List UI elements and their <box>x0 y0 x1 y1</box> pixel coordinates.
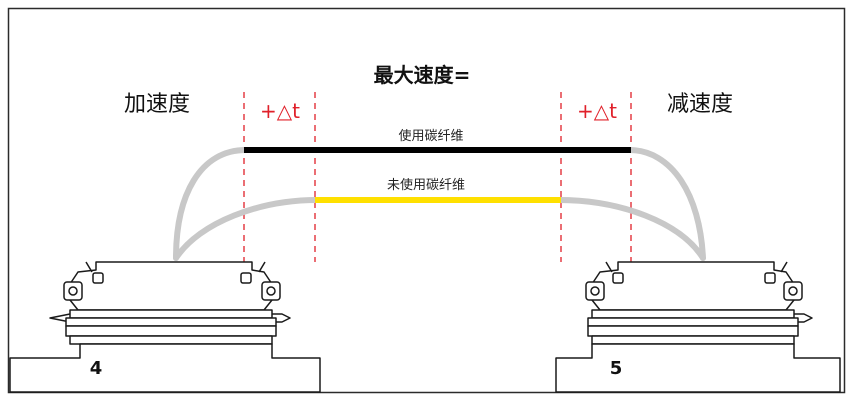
max-speed-title: 最大速度= <box>374 63 471 87</box>
robot-left-base-plate-3 <box>69 335 273 345</box>
diagram-frame <box>7 7 846 394</box>
robot-left-antenna-l <box>85 261 93 273</box>
delta-t-left-label: +△t <box>260 99 300 123</box>
robot-left-base-plate-2 <box>65 325 277 337</box>
delta-t-markers <box>243 92 632 262</box>
robot-left-base-plate-1 <box>65 317 277 327</box>
station-number-left: 4 <box>90 358 103 379</box>
robot-right-right-hole <box>788 286 798 296</box>
robot-right <box>555 261 841 393</box>
deceleration-label: 减速度 <box>667 92 733 117</box>
robot-left-antenna-r <box>258 261 266 273</box>
delta-t-right-label: +△t <box>577 99 617 123</box>
robot-left-mid-plate <box>69 309 273 319</box>
robot-right-base-plate-2 <box>587 325 799 337</box>
robot-right-mid-plate <box>591 309 795 319</box>
robot-left-top-body <box>69 261 273 311</box>
lower-cable-right-curve <box>556 197 706 261</box>
robot-left <box>9 261 321 393</box>
lower-cable-left-curve <box>173 197 320 261</box>
robot-right-square-b <box>764 272 776 284</box>
robot-right-pedestal <box>555 343 841 393</box>
cable-paths <box>173 147 706 261</box>
robot-right-top-body <box>591 261 795 311</box>
upper-cable-left-curve <box>173 147 249 261</box>
no-carbon-fiber-label: 未使用碳纤维 <box>387 177 465 193</box>
robot-right-base-plate-1 <box>587 317 799 327</box>
acceleration-label: 加速度 <box>124 92 190 117</box>
robot-left-right-hole <box>266 286 276 296</box>
robot-left-square-a <box>92 272 104 284</box>
robot-right-base-plate-3 <box>591 335 795 345</box>
robot-right-antenna-r <box>780 261 788 273</box>
robot-right-square-a <box>612 272 624 284</box>
robot-left-square-b <box>240 272 252 284</box>
robot-left-pedestal <box>9 343 321 393</box>
robot-right-left-hole <box>590 286 600 296</box>
station-number-right: 5 <box>610 358 623 379</box>
upper-cable-right-curve <box>626 147 706 261</box>
robot-right-antenna-l <box>605 261 613 273</box>
robot-left-left-hole <box>68 286 78 296</box>
carbon-fiber-label: 使用碳纤维 <box>398 128 463 144</box>
